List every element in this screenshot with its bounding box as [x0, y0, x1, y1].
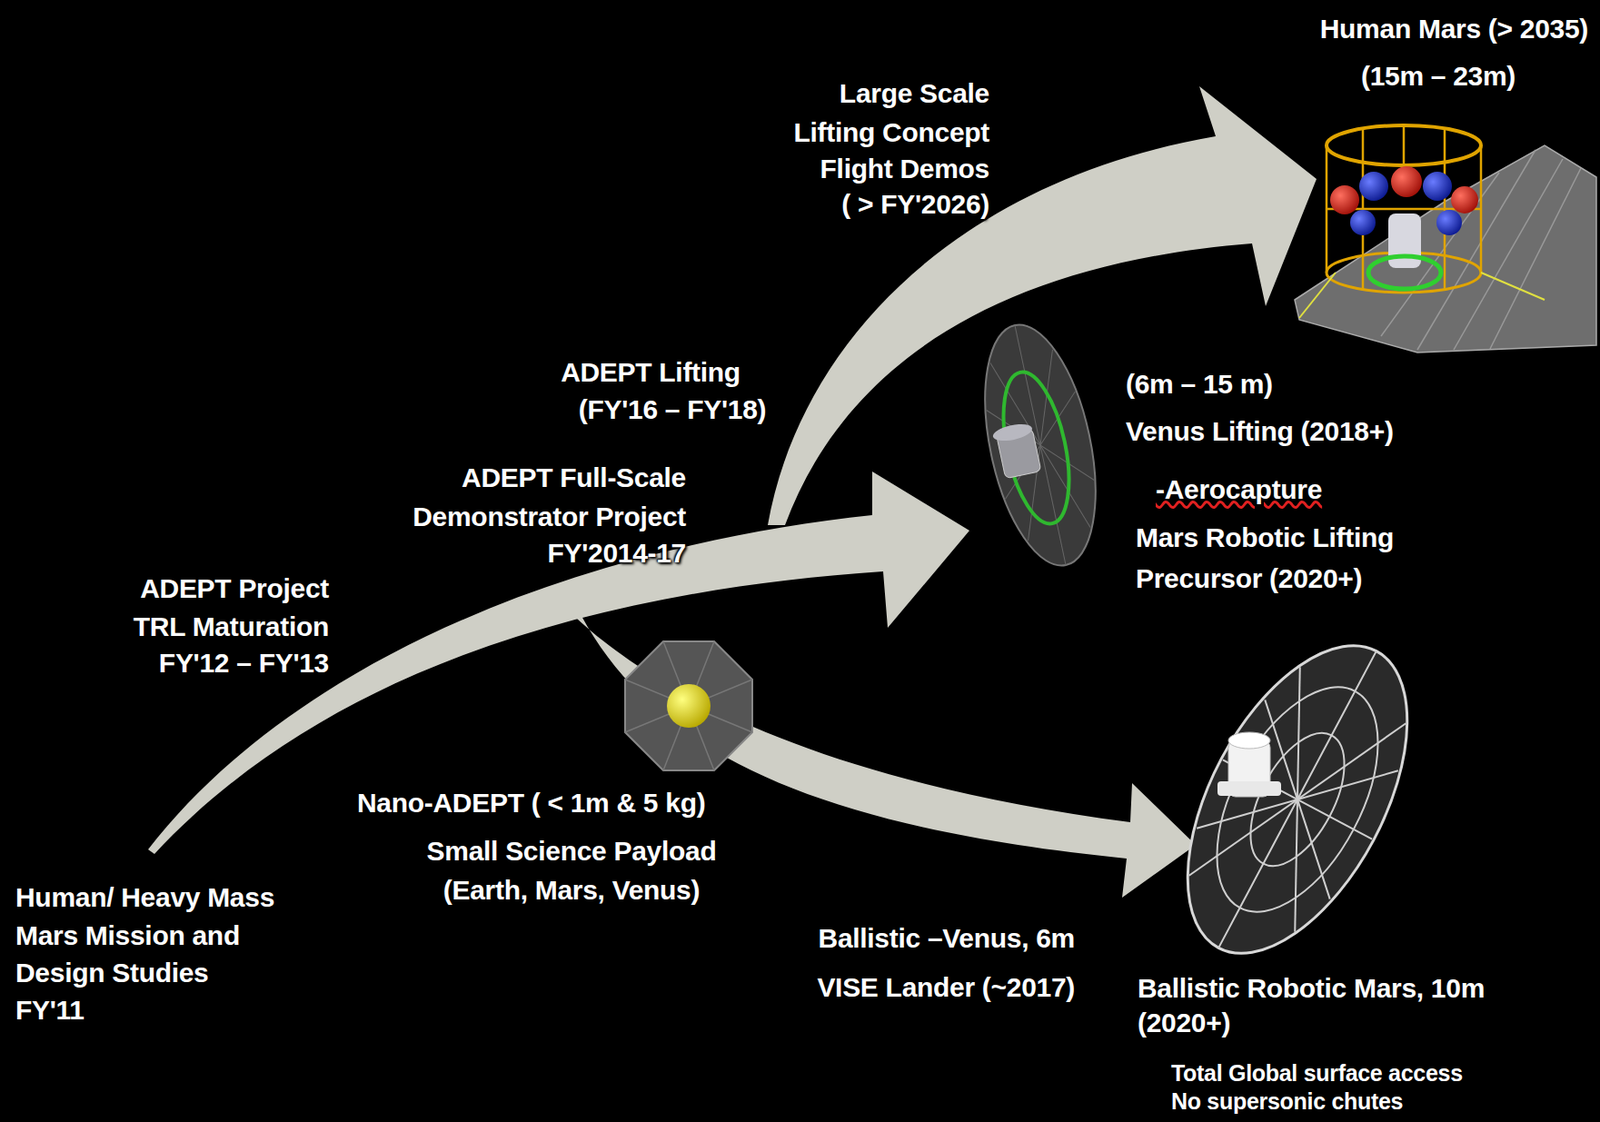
- adept-lifting-vehicle: [965, 315, 1115, 577]
- roadmap-label: Ballistic –Venus, 6m: [818, 923, 1075, 955]
- roadmap-label: Ballistic Robotic Mars, 10m: [1137, 973, 1485, 1005]
- roadmap-label: FY'2014-17: [546, 537, 686, 570]
- roadmap-label: (FY'16 – FY'18): [578, 394, 767, 427]
- roadmap-label: VISE Lander (~2017): [816, 972, 1075, 1004]
- ballistic-mars-vehicle: [1142, 610, 1452, 989]
- roadmap-label: Nano-ADEPT ( < 1m & 5 kg): [357, 787, 706, 820]
- roadmap-label: (15m – 23m): [1361, 60, 1516, 93]
- roadmap-label: Precursor (2020+): [1135, 563, 1362, 596]
- roadmap-label: ADEPT Full-Scale: [461, 462, 686, 495]
- roadmap-label: Flight Demos: [820, 153, 990, 186]
- roadmap-label: ( > FY'2026): [841, 188, 990, 221]
- roadmap-label: Lifting Concept: [794, 117, 990, 150]
- roadmap-label: FY'11: [15, 994, 85, 1027]
- roadmap-label: FY'12 – FY'13: [159, 647, 329, 680]
- roadmap-label: TRL Maturation: [133, 611, 329, 644]
- roadmap-label: Mars Robotic Lifting: [1135, 522, 1394, 555]
- roadmap-label: Venus Lifting (2018+): [1125, 416, 1394, 448]
- roadmap-label: Human Mars (> 2035): [1320, 13, 1589, 46]
- human-mars-vehicle: [1294, 125, 1597, 353]
- roadmap-label: ADEPT Lifting: [560, 357, 741, 389]
- roadmap-label: -Aerocapture: [1155, 474, 1322, 507]
- roadmap-label: Design Studies: [15, 957, 209, 990]
- roadmap-label: Small Science Payload: [427, 835, 717, 868]
- roadmap-label: Large Scale: [839, 78, 990, 110]
- roadmap-label: Mars Mission and: [15, 920, 240, 953]
- roadmap-label: (Earth, Mars, Venus): [443, 874, 700, 907]
- roadmap-label: (2020+): [1137, 1007, 1231, 1040]
- roadmap-label: Total Global surface access: [1171, 1060, 1463, 1087]
- roadmap-label: (6m – 15 m): [1125, 368, 1273, 401]
- roadmap-label: ADEPT Project: [139, 573, 329, 606]
- roadmap-label: Demonstrator Project: [412, 501, 686, 534]
- roadmap-label: Human/ Heavy Mass: [15, 882, 275, 915]
- roadmap-label: No supersonic chutes: [1171, 1088, 1403, 1115]
- nano-adept: [625, 641, 753, 771]
- payload-cylinder: [1217, 732, 1282, 797]
